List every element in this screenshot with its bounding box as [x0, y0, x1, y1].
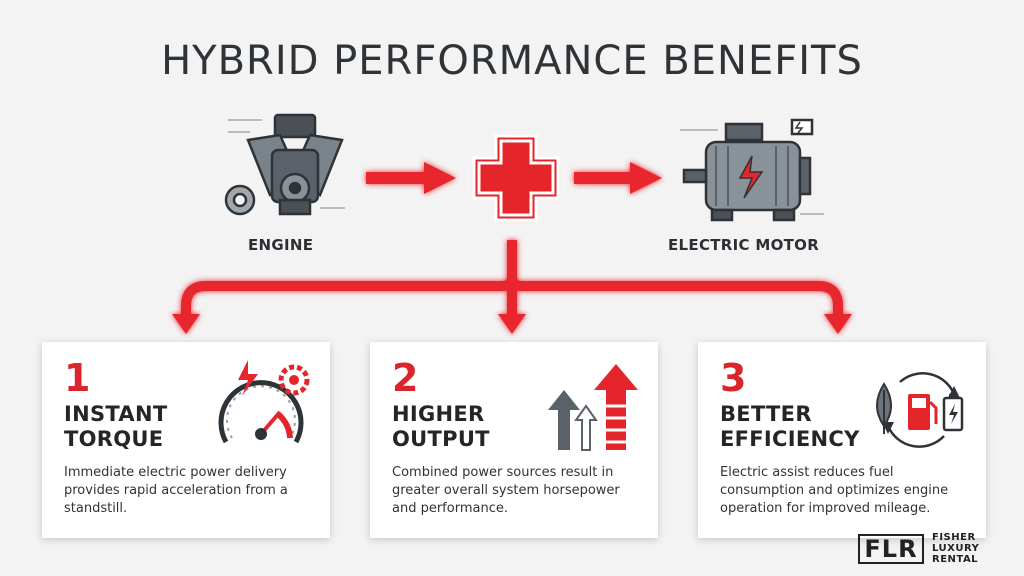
- logo-mark: FLR: [858, 534, 924, 564]
- leaf-fuel-battery-cycle-icon: [876, 372, 964, 448]
- arrowhead-right: [824, 314, 852, 334]
- heading-line: EFFICIENCY: [720, 427, 860, 451]
- rising-arrows-icon: [548, 364, 638, 451]
- benefit-card-higher-output: 2 HIGHER OUTPUT Combined power sources r…: [370, 342, 658, 538]
- arrowhead-center: [498, 314, 526, 334]
- benefit-number: 3: [720, 356, 747, 400]
- branch-connector: [181, 240, 843, 316]
- plus-icon: [472, 134, 560, 222]
- page-title: HYBRID PERFORMANCE BENEFITS: [161, 38, 863, 84]
- heading-line: HIGHER: [392, 402, 485, 426]
- benefit-description: Electric assist reduces fuel consumption…: [720, 465, 949, 516]
- heading-line: BETTER: [720, 402, 812, 426]
- benefit-heading: HIGHER OUTPUT: [392, 402, 490, 452]
- arrow-plus-to-motor: [574, 162, 662, 194]
- engine-label: ENGINE: [248, 236, 314, 254]
- heading-line: OUTPUT: [392, 427, 490, 451]
- heading-line: INSTANT: [64, 402, 168, 426]
- benefit-card-instant-torque: 1 INSTANT TORQUE Immediate electric powe…: [42, 342, 330, 538]
- brand-logo: FLR FISHER LUXURY RENTAL: [858, 532, 1018, 572]
- benefit-heading: INSTANT TORQUE: [64, 402, 167, 452]
- arrow-engine-to-plus: [366, 162, 456, 194]
- logo-line: FISHER: [932, 532, 976, 543]
- arrowhead-left: [172, 314, 200, 334]
- speedometer-gear-bolt-icon: [218, 360, 310, 444]
- electric-motor-label: ELECTRIC MOTOR: [668, 236, 820, 254]
- benefit-number: 2: [392, 356, 419, 400]
- logo-line: LUXURY: [932, 543, 980, 554]
- heading-line: TORQUE: [64, 427, 164, 451]
- engine-icon: [224, 113, 345, 216]
- logo-line: RENTAL: [932, 554, 979, 565]
- benefit-card-better-efficiency: 3 BETTER EFFICIENCY Electric assist redu…: [698, 342, 986, 538]
- logo-wordmark: FISHER LUXURY RENTAL: [932, 532, 979, 565]
- benefit-description: Combined power sources result in greater…: [392, 465, 620, 516]
- electric-motor-icon: [680, 118, 824, 222]
- benefit-heading: BETTER EFFICIENCY: [720, 402, 860, 452]
- benefit-description: Immediate electric power delivery provid…: [64, 465, 288, 516]
- benefit-number: 1: [64, 356, 91, 400]
